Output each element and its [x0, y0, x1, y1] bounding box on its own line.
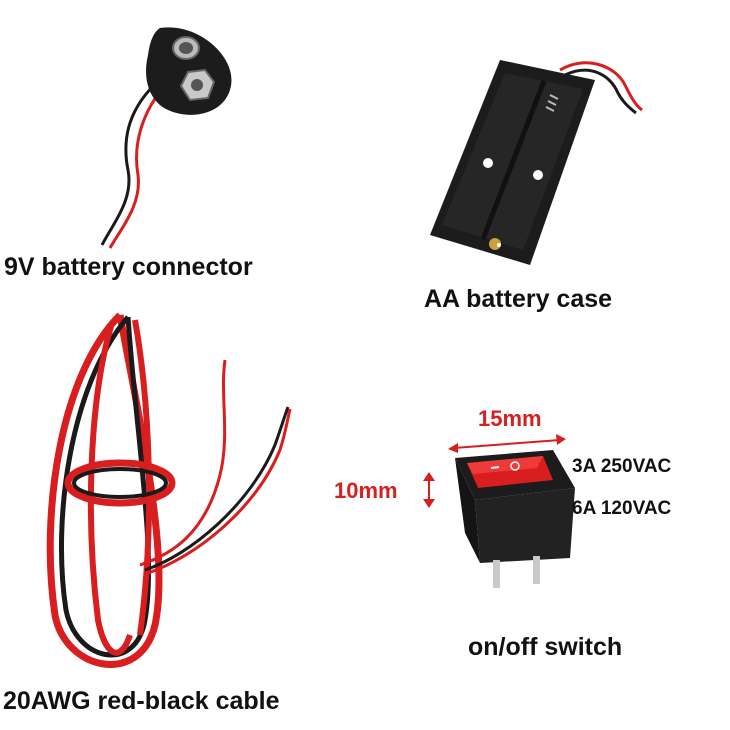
width-arrow-icon	[448, 434, 566, 453]
height-arrow-icon	[423, 472, 435, 508]
switch-label: on/off switch	[468, 633, 623, 661]
switch-width-dimension: 15mm	[478, 406, 542, 431]
switch-rating-1: 3A 250VAC	[572, 456, 672, 477]
battery-snap-connector-icon	[100, 27, 232, 249]
cable-label: 20AWG red-black cable	[3, 687, 280, 715]
connector-label: 9V battery connector	[4, 253, 253, 281]
aa-battery-holder-icon	[430, 60, 643, 265]
coiled-cable-icon	[46, 312, 292, 668]
rocker-switch-icon	[455, 450, 575, 588]
switch-rating-2: 6A 120VAC	[572, 498, 672, 519]
switch-height-dimension: 10mm	[334, 478, 398, 503]
aa-case-label: AA battery case	[424, 285, 613, 313]
